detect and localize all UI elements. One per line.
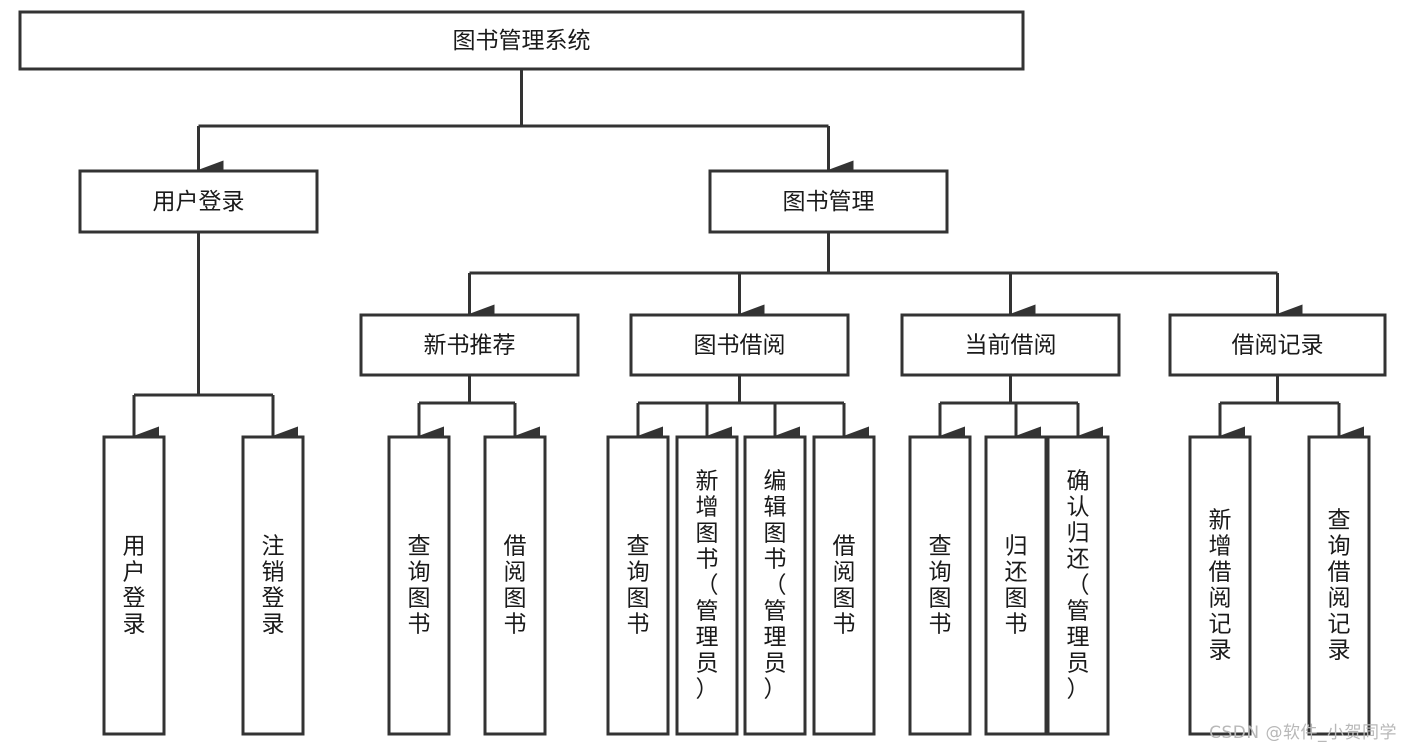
watermark-text: CSDN @软件_小贺同学 bbox=[1209, 723, 1397, 743]
node-label: 编辑图书（管理员） bbox=[764, 469, 787, 703]
node-leaf-user-logout[interactable]: 注销登录 bbox=[241, 435, 305, 736]
node-label: 图书管理系统 bbox=[453, 28, 591, 54]
node-leaf-borrow-book-2[interactable]: 借阅图书 bbox=[812, 435, 876, 736]
connector-root-to-level2 bbox=[197, 69, 854, 180]
node-leaf-borrow-book-1[interactable]: 借阅图书 bbox=[483, 435, 547, 736]
node-box bbox=[675, 435, 739, 736]
node-box bbox=[984, 435, 1048, 736]
node-box bbox=[18, 10, 1025, 71]
node-leaf-add-record[interactable]: 新增借阅记录 bbox=[1188, 435, 1252, 736]
node-borrow-record[interactable]: 借阅记录 bbox=[1168, 313, 1387, 377]
node-leaf-query-record[interactable]: 查询借阅记录 bbox=[1307, 435, 1371, 736]
node-box bbox=[241, 435, 305, 736]
node-layer: 图书管理系统用户登录图书管理新书推荐图书借阅当前借阅借阅记录用户登录注销登录查询… bbox=[18, 10, 1387, 736]
node-book-manage[interactable]: 图书管理 bbox=[708, 169, 949, 234]
connector-borrowrecord-to-leaves bbox=[1218, 375, 1365, 446]
node-leaf-user-login[interactable]: 用户登录 bbox=[102, 435, 166, 736]
node-label: 查询图书 bbox=[408, 534, 431, 638]
connector-userlogin-to-leaves bbox=[132, 232, 299, 446]
connector-currentborrow-to-leaves bbox=[938, 375, 1104, 446]
node-label: 注销登录 bbox=[262, 534, 285, 638]
node-label: 用户登录 bbox=[153, 189, 245, 215]
node-label: 借阅图书 bbox=[504, 534, 527, 638]
node-box bbox=[102, 435, 166, 736]
node-user-login[interactable]: 用户登录 bbox=[78, 169, 319, 234]
node-box bbox=[900, 313, 1121, 377]
node-box bbox=[606, 435, 670, 736]
node-box bbox=[743, 435, 807, 736]
node-label: 图书借阅 bbox=[694, 333, 786, 359]
connector-bookborrow-to-leaves bbox=[636, 375, 870, 446]
node-new-book-rec[interactable]: 新书推荐 bbox=[359, 313, 580, 377]
node-leaf-return-book[interactable]: 归还图书 bbox=[984, 435, 1048, 736]
node-leaf-query-book-3[interactable]: 查询图书 bbox=[908, 435, 972, 736]
node-leaf-query-book-1[interactable]: 查询图书 bbox=[387, 435, 451, 736]
node-label: 查询图书 bbox=[929, 534, 952, 638]
node-box bbox=[1307, 435, 1371, 736]
node-label: 图书管理 bbox=[783, 189, 875, 215]
node-box bbox=[708, 169, 949, 234]
node-box bbox=[629, 313, 850, 377]
node-label: 新增图书（管理员） bbox=[696, 469, 719, 703]
node-leaf-query-book-2[interactable]: 查询图书 bbox=[606, 435, 670, 736]
node-box bbox=[78, 169, 319, 234]
node-root[interactable]: 图书管理系统 bbox=[18, 10, 1025, 71]
connector-layer bbox=[132, 69, 1365, 446]
node-label: 归还图书 bbox=[1005, 534, 1028, 638]
node-current-borrow[interactable]: 当前借阅 bbox=[900, 313, 1121, 377]
node-book-borrow[interactable]: 图书借阅 bbox=[629, 313, 850, 377]
node-leaf-add-book[interactable]: 新增图书（管理员） bbox=[675, 435, 739, 736]
node-box bbox=[812, 435, 876, 736]
node-label: 用户登录 bbox=[123, 534, 146, 638]
connector-newbook-to-leaves bbox=[417, 375, 541, 446]
node-leaf-confirm-return[interactable]: 确认归还（管理员） bbox=[1046, 435, 1110, 736]
node-label: 确认归还（管理员） bbox=[1067, 469, 1090, 703]
node-leaf-edit-book[interactable]: 编辑图书（管理员） bbox=[743, 435, 807, 736]
node-label: 新书推荐 bbox=[424, 333, 516, 359]
node-label: 新增借阅记录 bbox=[1209, 508, 1232, 664]
node-label: 查询借阅记录 bbox=[1328, 508, 1351, 664]
node-label: 借阅图书 bbox=[833, 534, 856, 638]
node-box bbox=[1188, 435, 1252, 736]
node-label: 当前借阅 bbox=[965, 333, 1057, 359]
node-box bbox=[1046, 435, 1110, 736]
connector-bookmanage-to-level3 bbox=[468, 232, 1303, 324]
node-box bbox=[908, 435, 972, 736]
node-box bbox=[483, 435, 547, 736]
node-label: 借阅记录 bbox=[1232, 333, 1324, 359]
node-label: 查询图书 bbox=[627, 534, 650, 638]
node-box bbox=[1168, 313, 1387, 377]
node-box bbox=[359, 313, 580, 377]
node-box bbox=[387, 435, 451, 736]
